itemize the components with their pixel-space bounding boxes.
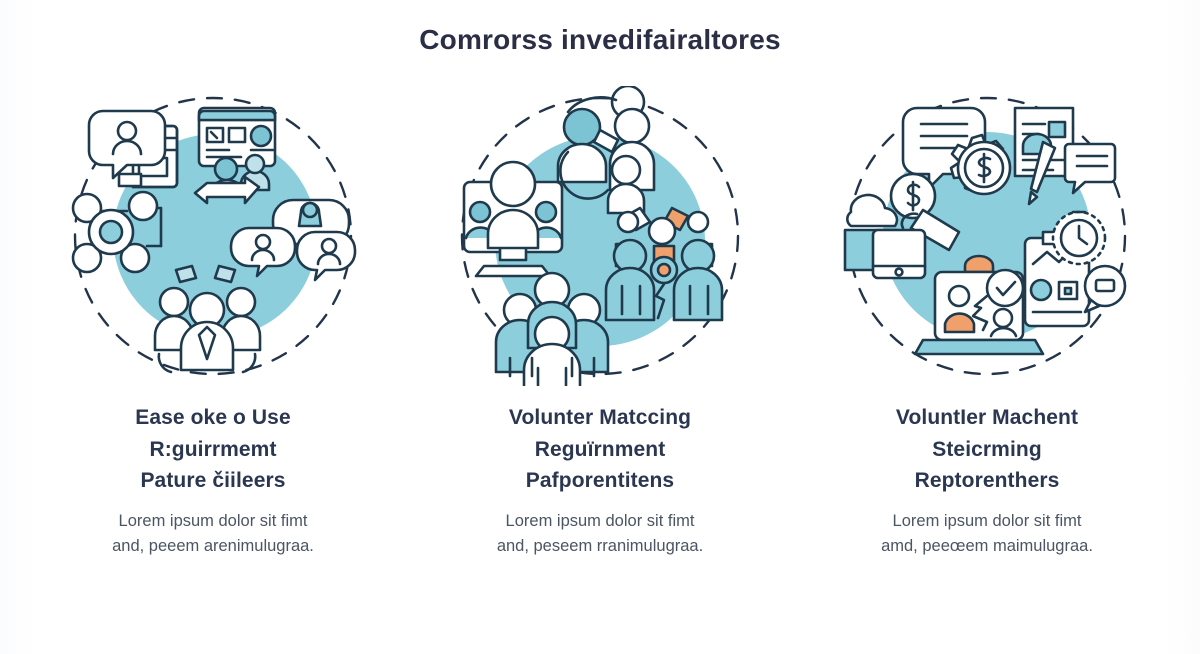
exchange-arrows-icon (193, 175, 261, 205)
dashed-ring (73, 96, 353, 376)
network-hub-icon (71, 190, 163, 274)
feature-columns: Ease oke o Use R:guirrmemt Pature čiilee… (0, 86, 1200, 560)
card-heading-line: VoluntƖer Machent (895, 406, 1079, 429)
feature-column-ease-of-use: Ease oke o Use R:guirrmemt Pature čiilee… (40, 86, 386, 560)
feature-column-volunter-machent: VoluntƖer Machent Steicrming Reptorenthe… (814, 86, 1160, 560)
speech-bubble-cluster-icon (229, 198, 357, 282)
video-call-group-icon (604, 206, 724, 322)
document-pen-icon (1013, 106, 1117, 206)
handshake-people-icon (556, 86, 656, 215)
monitor-team-icon (462, 160, 564, 278)
volunteer-matching-illustration (450, 86, 750, 386)
page-title: Comrorss invedifairaltores (419, 24, 781, 55)
card-body-line: amd, peeœem maimulugraa. (881, 537, 1093, 556)
card-body-line: and, peeem arenimulugraa. (112, 537, 314, 556)
dollar-gear-icon (949, 133, 1012, 196)
card-heading-line: R:guirrmemt (149, 437, 277, 461)
crowd-group-icon (494, 271, 610, 386)
coin-hand-icon (889, 172, 961, 252)
card-heading-line: Steicrming (932, 437, 1042, 461)
reporting-tools-illustration (837, 86, 1137, 386)
card-body-line: and, peseem rranimulugraa. (496, 537, 704, 556)
people-group-icon (153, 264, 262, 374)
chat-bubble-icon (1083, 264, 1127, 314)
card-heading-line: Pature čiileers (140, 469, 286, 492)
tablet-person-icon (843, 193, 927, 280)
card-body-line: Lorem ipsum dolor sit fimt (118, 511, 308, 530)
speech-bubble-avatar-icon (87, 109, 167, 180)
card-body: Lorem ipsum dolor sit fimt and, peseem r… (497, 509, 703, 560)
stopwatch-icon (1051, 210, 1107, 266)
card-heading-line: Pafporentitens (525, 469, 675, 492)
card-body: Lorem ipsum dolor sit fimt and, peeem ar… (112, 509, 314, 560)
card-heading-line: Ease oke o Use (135, 406, 291, 429)
card-heading-line: Reptorenthers (914, 469, 1060, 492)
feature-column-volunter-matccing: Volunter Matccing Reguïrnment Pafporenti… (427, 86, 773, 560)
card-body: Lorem ipsum dolor sit fimt amd, peeœem m… (881, 509, 1093, 560)
card-heading: VoluntƖer Machent Steicrming Reptorenthe… (896, 402, 1078, 497)
card-body-line: Lorem ipsum dolor sit fimt (505, 511, 695, 530)
collaboration-network-illustration (63, 86, 363, 386)
card-heading: Volunter Matccing Reguïrnment Pafporenti… (509, 402, 691, 497)
laptop-checkmark-icon (913, 254, 1045, 356)
card-heading: Ease oke o Use R:guirrmemt Pature čiilee… (135, 402, 291, 497)
card-heading-line: Volunter Matccing (508, 406, 692, 429)
card-body-line: Lorem ipsum dolor sit fimt (892, 511, 1082, 530)
card-heading-line: Reguïrnment (534, 437, 666, 461)
